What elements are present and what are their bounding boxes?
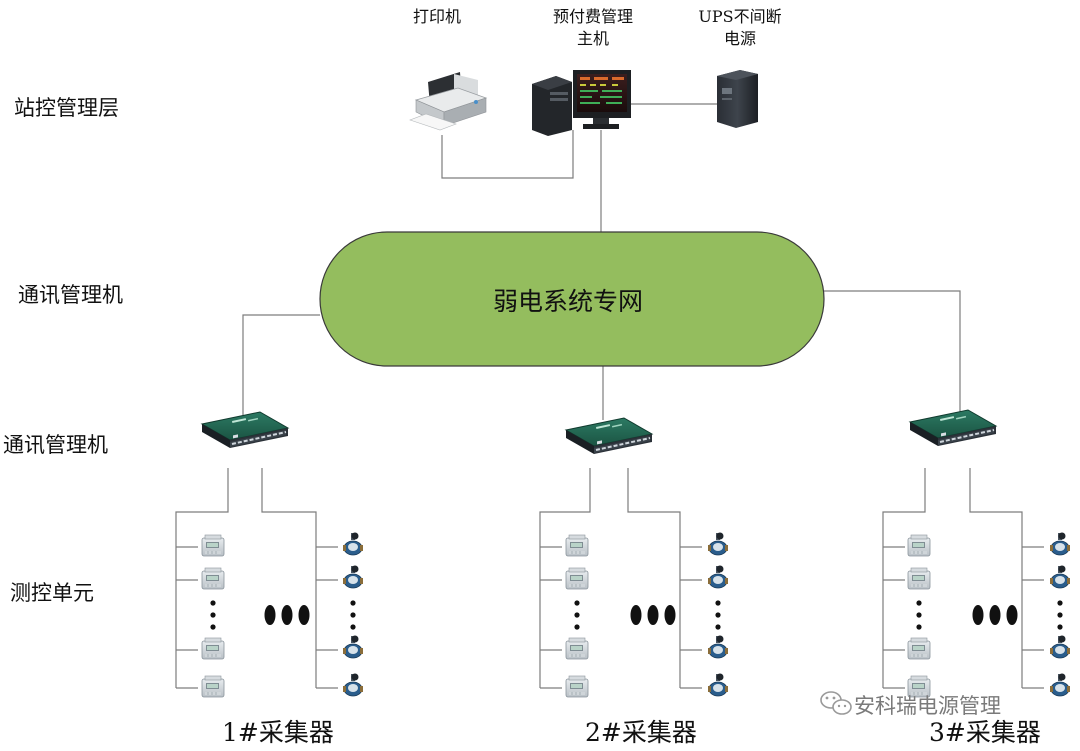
computer-icon <box>532 70 631 136</box>
layer-label-measure: 测控单元 <box>10 581 94 605</box>
ellipsis-icon <box>916 600 922 630</box>
meter-icon <box>565 675 589 698</box>
meter-icon <box>907 567 931 590</box>
network-label: 弱电系统专网 <box>493 287 644 316</box>
water-meter-icon <box>707 673 729 697</box>
ellipsis-icon <box>715 600 721 630</box>
layer-label-station: 站控管理层 <box>14 96 119 120</box>
water-meter-icon <box>1049 532 1071 556</box>
layer-label-comm-top: 通讯管理机 <box>18 283 123 307</box>
water-meter-icon <box>707 565 729 589</box>
watermark-text: 安科瑞电源管理 <box>854 694 1001 718</box>
ellipsis-icon <box>574 600 580 630</box>
switch-icon <box>565 417 653 455</box>
ellipsis-icon <box>350 600 356 630</box>
ellipsis-icon <box>972 605 1018 625</box>
printer-icon <box>409 72 488 131</box>
switch-icon <box>909 409 997 447</box>
host-label-line1: 预付费管理 <box>552 7 633 26</box>
meter-icon <box>201 637 225 660</box>
meter-icon <box>565 534 589 557</box>
ellipsis-icon <box>630 605 676 625</box>
ellipsis-icon <box>1057 600 1063 630</box>
collector-label-1: 1#采集器 <box>222 718 334 747</box>
top-connections <box>242 103 961 420</box>
ellipsis-icon <box>210 600 216 630</box>
water-meter-icon <box>342 532 364 556</box>
meter-icon <box>907 637 931 660</box>
ellipsis-icon <box>264 605 310 625</box>
ups-label-line1: UPS不间断 <box>698 7 782 26</box>
meter-icon <box>565 567 589 590</box>
water-meter-icon <box>342 635 364 659</box>
meter-icon <box>565 637 589 660</box>
switch-icon <box>201 411 289 449</box>
ups-label: UPS不间断 电源 <box>692 6 788 50</box>
wechat-icon <box>820 691 852 715</box>
water-meter-icon <box>342 673 364 697</box>
meter-icon <box>201 534 225 557</box>
ups-icon <box>717 70 758 128</box>
network-bus <box>319 231 825 367</box>
printer-label: 打印机 <box>413 7 462 26</box>
host-label-line2: 主机 <box>576 29 609 48</box>
water-meter-icon <box>707 532 729 556</box>
collector-label-2: 2#采集器 <box>585 718 697 747</box>
ups-label-line2: 电源 <box>723 29 756 48</box>
water-meter-icon <box>342 565 364 589</box>
water-meter-icon <box>707 635 729 659</box>
water-meter-icon <box>1049 635 1071 659</box>
water-meter-icon <box>1049 565 1071 589</box>
meter-icon <box>201 567 225 590</box>
meter-icon <box>907 534 931 557</box>
water-meter-icon <box>1049 673 1071 697</box>
collector-label-3: 3#采集器 <box>929 718 1041 747</box>
layer-label-comm-switch: 通讯管理机 <box>3 433 108 457</box>
meter-icon <box>201 675 225 698</box>
host-label: 预付费管理 主机 <box>542 6 644 50</box>
